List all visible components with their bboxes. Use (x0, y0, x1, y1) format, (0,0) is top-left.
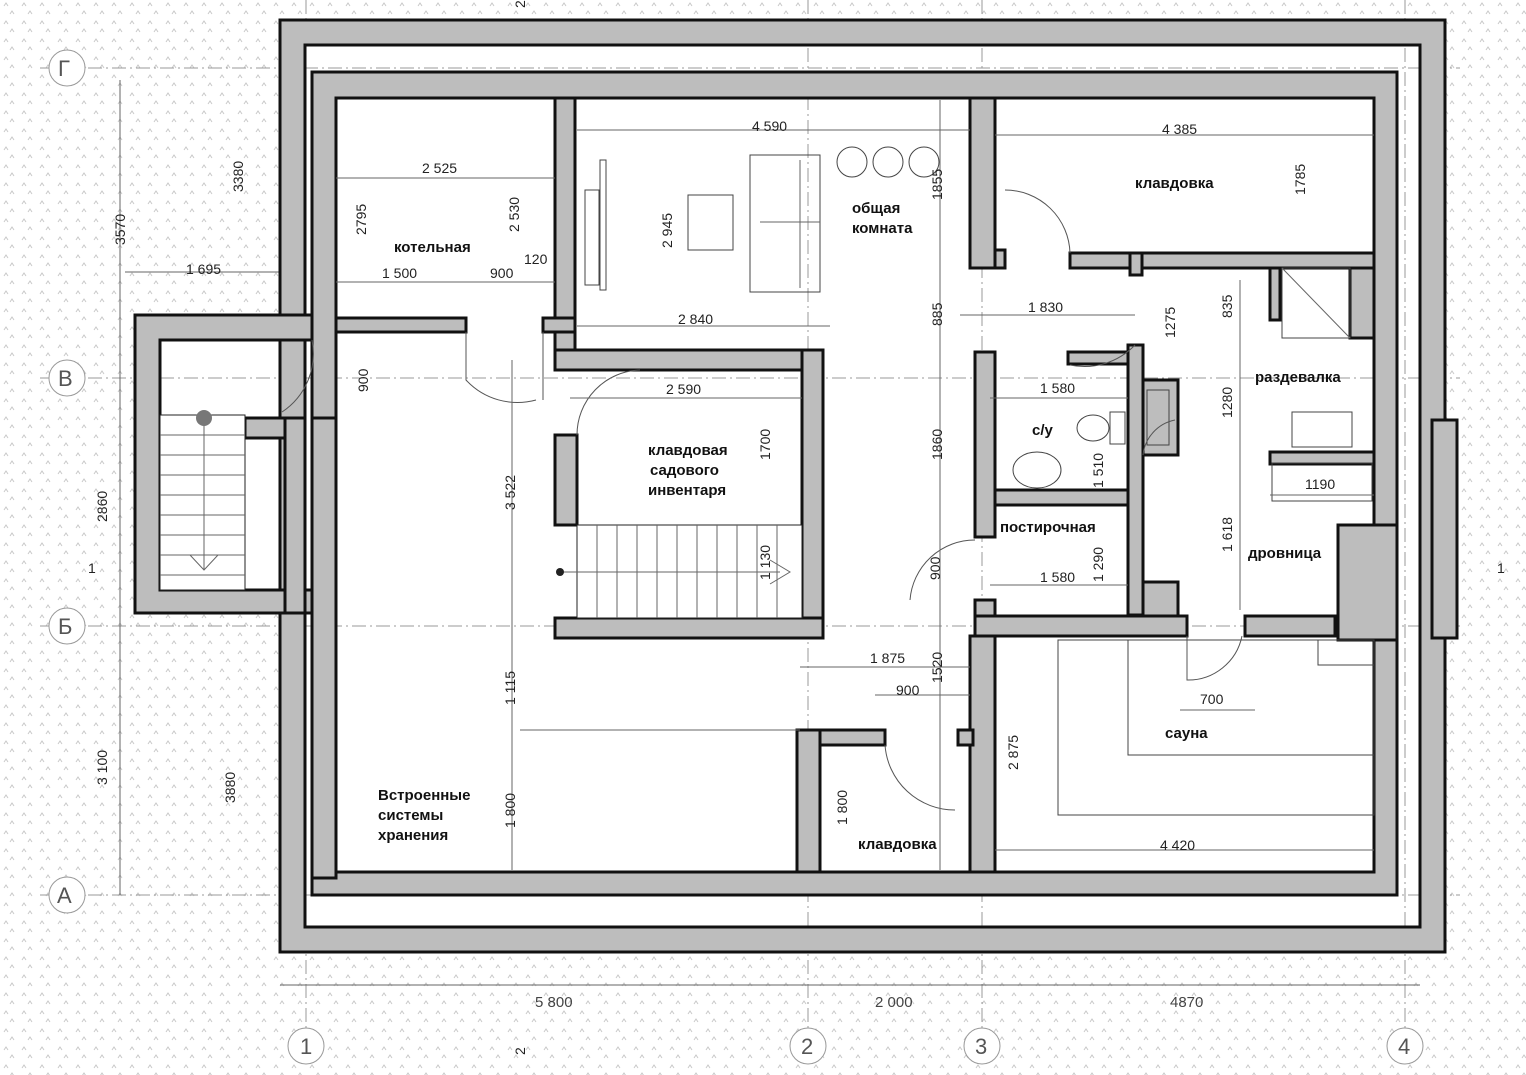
dim: 900 (490, 265, 514, 281)
room-boiler: котельная (394, 239, 471, 256)
dim: 1 115 (502, 671, 518, 705)
dim: 2860 (94, 491, 110, 522)
dim: 1 130 (757, 545, 773, 580)
dim: 1 875 (870, 650, 905, 666)
axis-col-4: 4 (1398, 1034, 1410, 1059)
stairs-middle (556, 524, 803, 619)
dim-bottom-a: 5 800 (535, 994, 573, 1011)
room-laundry: постирочная (1000, 519, 1096, 536)
dim: 1 (1497, 560, 1505, 576)
axis-col-3: 3 (975, 1034, 987, 1059)
dim: 1275 (1162, 307, 1178, 338)
room-storage-2: системы (378, 807, 443, 824)
room-garden-1: клавдовая (648, 442, 728, 459)
dim: 2795 (353, 204, 369, 235)
room-storage-3: хранения (378, 827, 448, 844)
dim: 2 (512, 1047, 528, 1055)
axis-row-b: Б (58, 614, 72, 639)
dim: 1785 (1292, 164, 1308, 195)
room-common-2: комната (852, 220, 913, 237)
dim: 1 695 (186, 261, 221, 277)
dim: 3880 (222, 772, 238, 803)
dim: 2 (512, 0, 528, 8)
dim: 120 (524, 251, 548, 267)
room-pantry-bottom: клавдовка (858, 836, 937, 853)
dim: 835 (1219, 294, 1235, 318)
dimension-lines (336, 100, 1374, 870)
stairs-left (159, 410, 246, 591)
dim: 1 580 (1040, 380, 1075, 396)
dim: 2 840 (678, 311, 713, 327)
dim-bottom-b: 2 000 (875, 994, 913, 1011)
dim: 1 618 (1219, 517, 1235, 552)
dim: 4 385 (1162, 121, 1197, 137)
dim: 1190 (1305, 476, 1335, 492)
dim: 2 875 (1005, 735, 1021, 770)
dim: 1700 (757, 429, 773, 460)
dim: 885 (929, 302, 945, 326)
dim: 1855 (929, 169, 945, 200)
dim: 1 500 (382, 265, 417, 281)
axis-markers: Г В Б А 1 2 3 4 (48, 49, 1424, 1065)
axis-row-v: В (58, 366, 73, 391)
dim: 900 (896, 682, 920, 698)
vertical-dimension-texts: 2795 2 530 3380 3570 2 945 1855 1785 885… (88, 0, 1505, 1055)
room-common-1: общая (852, 200, 900, 217)
room-sauna: сауна (1165, 725, 1208, 742)
axis-col-1: 1 (300, 1034, 312, 1059)
dim: 1 510 (1090, 453, 1106, 488)
room-pantry-top: клавдовка (1135, 175, 1214, 192)
dim: 1 290 (1090, 547, 1106, 582)
room-woodshed: дровница (1248, 545, 1322, 562)
dim: 2 945 (659, 213, 675, 248)
dim: 2 530 (506, 197, 522, 232)
dim: 3 100 (94, 750, 110, 785)
dim: 1 800 (502, 793, 518, 828)
room-garden-3: инвентаря (648, 482, 726, 499)
room-labels: котельная общая комната клавдовка клавдо… (378, 175, 1341, 853)
dim: 900 (927, 556, 943, 580)
axis-row-a: А (57, 883, 72, 908)
dim: 3380 (230, 161, 246, 192)
interior-walls (243, 96, 1459, 880)
dim: 1 580 (1040, 569, 1075, 585)
building-footprint (278, 18, 1447, 954)
room-storage-1: Встроенные (378, 787, 470, 804)
dim: 2 590 (666, 381, 701, 397)
bottom-dimensions: 5 800 2 000 4870 (535, 994, 1203, 1011)
dimension-texts: 2 525 1 500 900 120 1 695 4 590 2 840 4 … (186, 118, 1335, 853)
dim: 1 800 (834, 790, 850, 825)
dim: 4 590 (752, 118, 787, 134)
dim: 1 (88, 560, 96, 576)
dim-bottom-c: 4870 (1170, 994, 1203, 1011)
furniture (584, 146, 1375, 816)
room-dressing: раздевалка (1255, 369, 1341, 386)
dim: 1280 (1219, 387, 1235, 418)
dim: 1 830 (1028, 299, 1063, 315)
dim: 900 (355, 368, 371, 392)
dim: 2 525 (422, 160, 457, 176)
dim: 1520 (929, 652, 945, 683)
room-wc: с/у (1032, 422, 1054, 439)
dim: 700 (1200, 691, 1224, 707)
room-garden-2: садового (650, 462, 719, 479)
dim: 3 522 (502, 475, 518, 510)
axis-col-2: 2 (801, 1034, 813, 1059)
axis-row-g: Г (58, 56, 70, 81)
dim: 3570 (112, 214, 128, 245)
dim: 1860 (929, 429, 945, 460)
doors (281, 189, 1243, 811)
dim: 4 420 (1160, 837, 1195, 853)
